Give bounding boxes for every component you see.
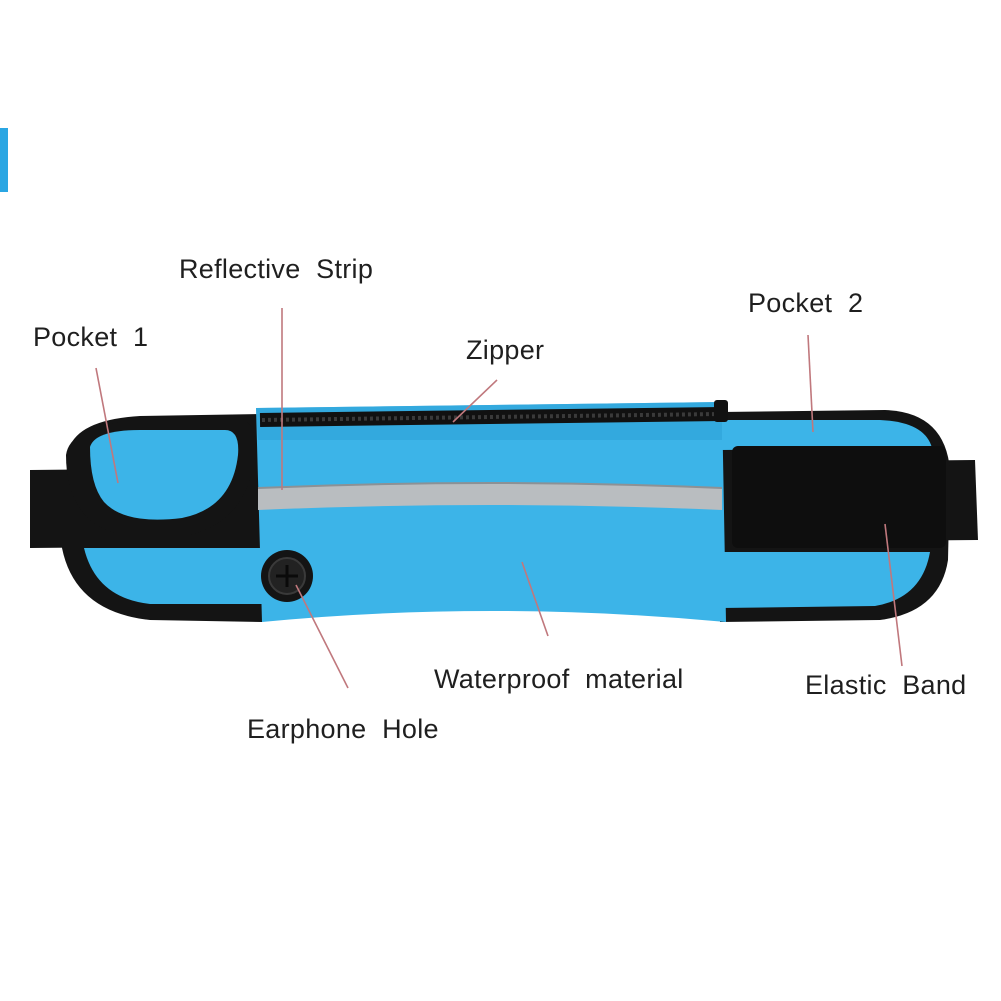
label-zipper: Zipper — [466, 335, 545, 365]
zipper-pull — [714, 400, 728, 422]
leader-elastic-band — [884, 523, 903, 667]
reflective-strip — [258, 483, 722, 510]
right-wing-blue-lower — [720, 552, 930, 608]
reflective-strip-edge — [257, 482, 723, 489]
left-wing-blue — [84, 548, 262, 604]
label-reflective-strip: Reflective Strip — [179, 254, 374, 284]
label-elastic-band: Elastic Band — [805, 670, 967, 700]
label-earphone-hole: Earphone Hole — [247, 714, 439, 744]
label-pocket-1: Pocket 1 — [33, 322, 149, 352]
right-wing-blue — [720, 420, 932, 450]
leader-earphone-hole — [295, 584, 349, 689]
leader-zipper — [452, 379, 498, 423]
pocket-1-blue — [90, 430, 239, 520]
edge-blue-tab — [0, 128, 8, 192]
leader-pocket-1 — [95, 367, 119, 484]
earphone-hole-cross — [276, 565, 298, 587]
label-pocket-2: Pocket 2 — [748, 288, 864, 318]
zipper-teeth — [261, 412, 721, 422]
pocket-2-panel — [732, 446, 946, 548]
main-pouch — [256, 402, 726, 622]
label-waterproof-material: Waterproof material — [434, 664, 684, 694]
leader-pocket-2 — [807, 334, 814, 433]
leader-waterproof — [521, 561, 549, 637]
